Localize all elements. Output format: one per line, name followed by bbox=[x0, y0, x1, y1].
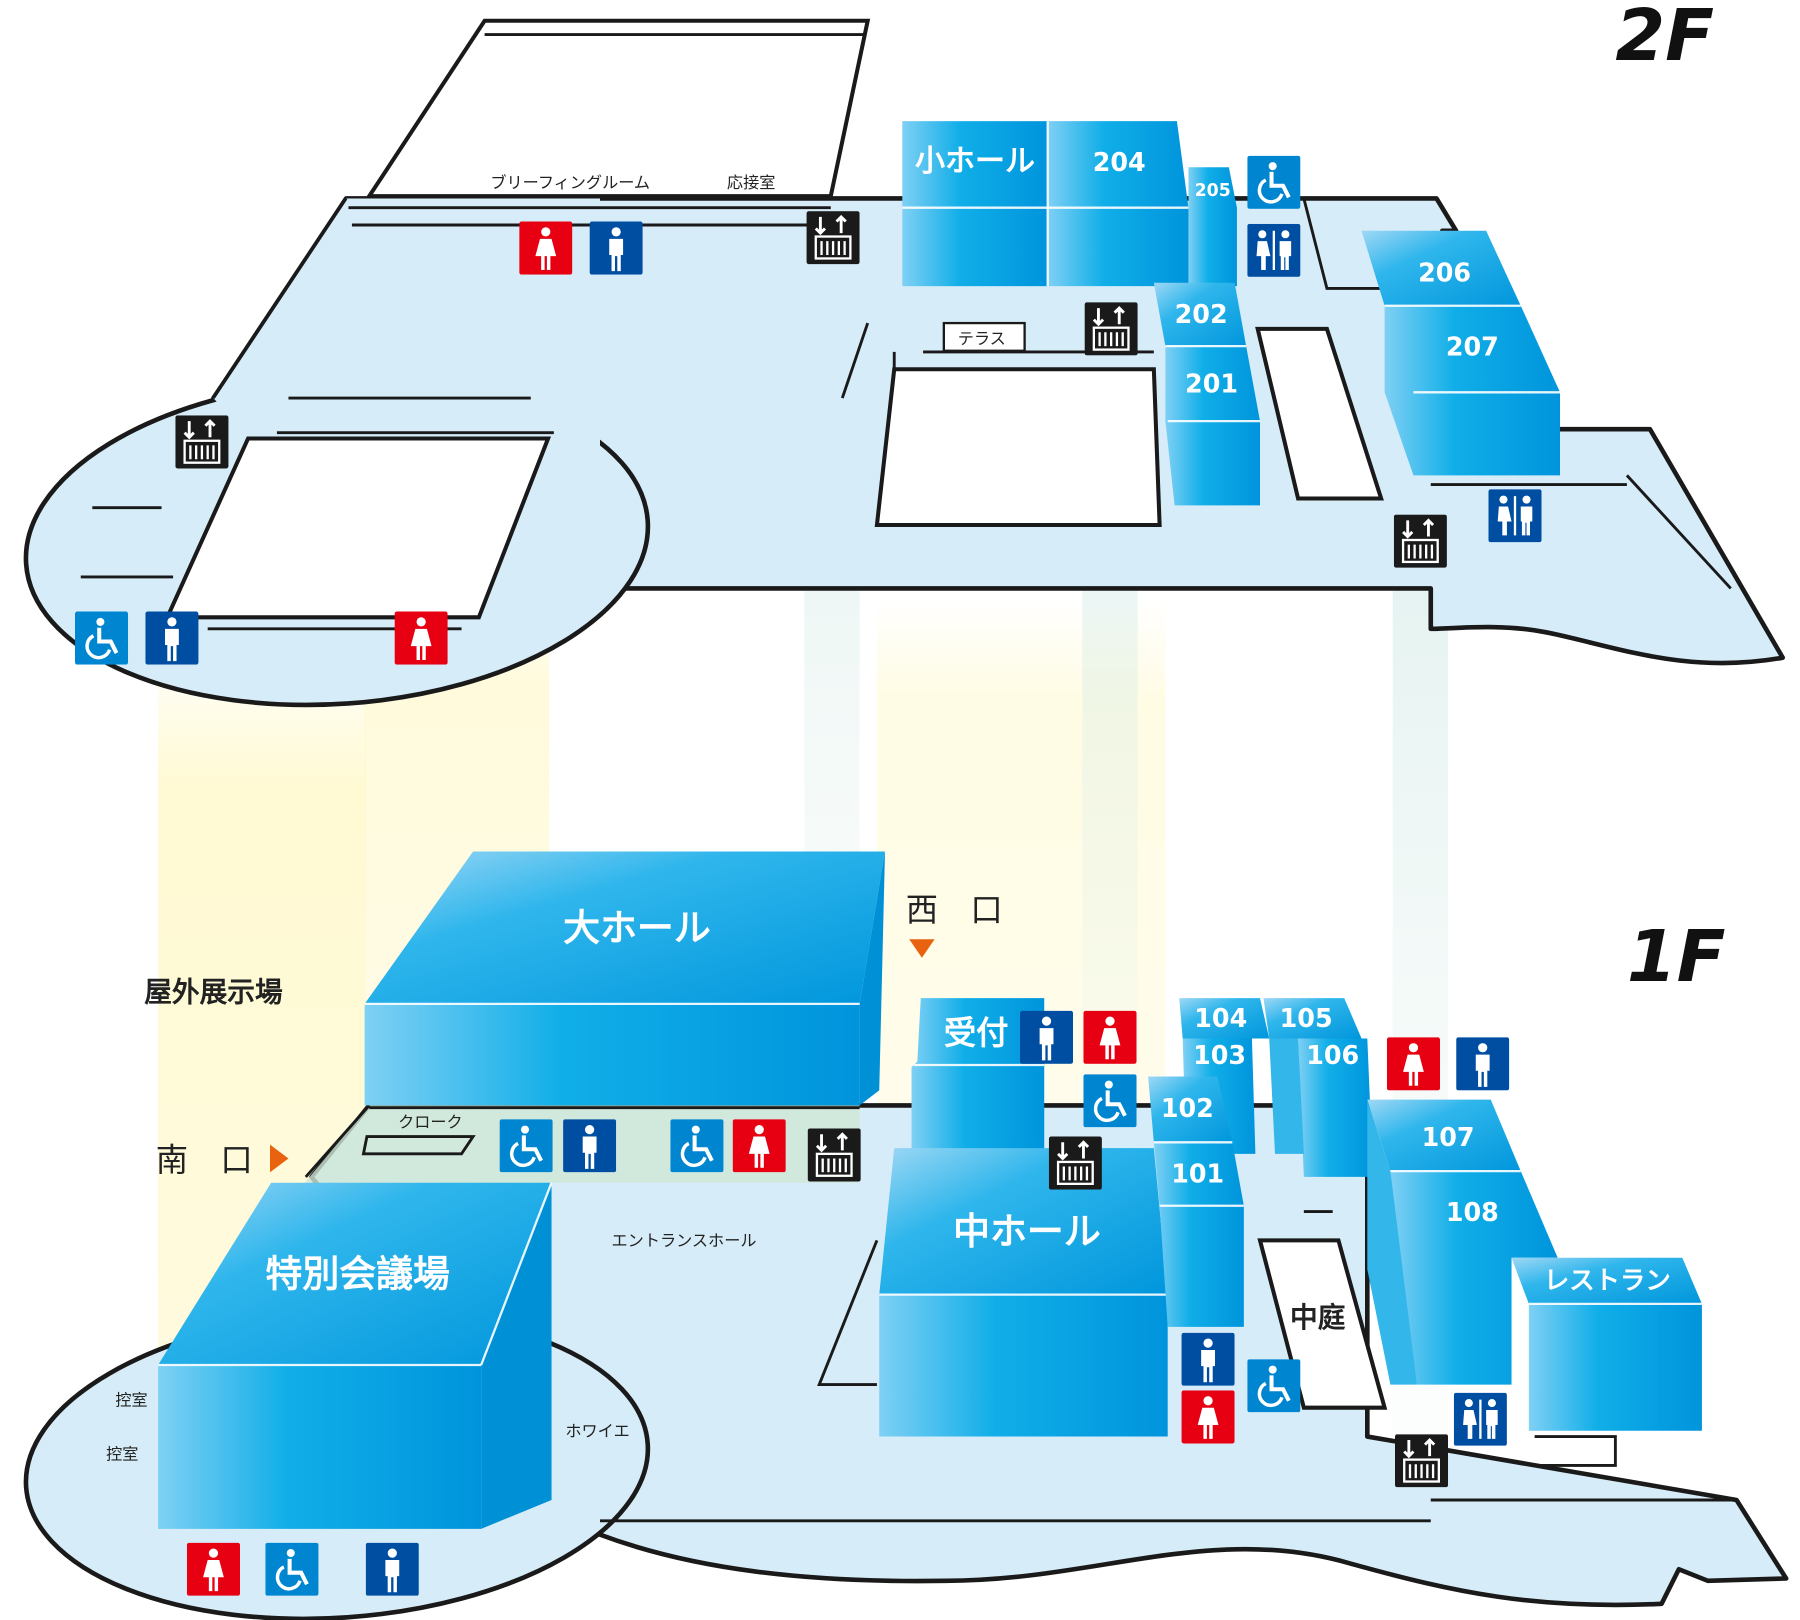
accessible-restroom-icon bbox=[500, 1119, 553, 1172]
accessible-restroom-icon bbox=[1247, 156, 1300, 209]
room-small-hall[interactable]: 小ホール bbox=[902, 121, 1048, 287]
mens-restroom-icon bbox=[365, 1542, 419, 1596]
womens-restroom-icon bbox=[1181, 1390, 1235, 1444]
briefing-room-void bbox=[365, 18, 871, 199]
womens-restroom-icon bbox=[519, 221, 573, 275]
label-cloak: クローク bbox=[398, 1112, 463, 1131]
room-105[interactable]: 105 bbox=[1263, 998, 1362, 1039]
room-206-label: 206 bbox=[1418, 258, 1471, 288]
room-204[interactable]: 204 bbox=[1046, 121, 1189, 287]
accessible-restroom-icon bbox=[1247, 1359, 1300, 1412]
womens-restroom-icon bbox=[394, 611, 448, 665]
room-107-label: 107 bbox=[1422, 1122, 1475, 1152]
room-medium-hall-label: 中ホール bbox=[953, 1210, 1101, 1253]
room-107[interactable]: 107 bbox=[1367, 1099, 1521, 1172]
mens-restroom-icon bbox=[589, 221, 643, 275]
elevator-icon bbox=[1048, 1136, 1102, 1190]
room-108-label: 108 bbox=[1446, 1197, 1499, 1227]
room-201[interactable]: 201 bbox=[1165, 344, 1260, 506]
womens-restroom-icon bbox=[1386, 1037, 1440, 1091]
mens-restroom-icon bbox=[1456, 1037, 1510, 1091]
room-104[interactable]: 104 bbox=[1179, 998, 1270, 1039]
west-entrance-label: 西 口 bbox=[906, 891, 1003, 929]
oval-hall-void bbox=[164, 436, 552, 620]
room-reception[interactable]: 受付 bbox=[911, 998, 1045, 1177]
accessible-restroom-icon bbox=[75, 612, 128, 665]
label-briefing-room: ブリーフィングルーム bbox=[490, 173, 650, 192]
room-202[interactable]: 202 bbox=[1153, 282, 1247, 347]
room-101[interactable]: 101 bbox=[1153, 1141, 1244, 1327]
accessible-restroom-icon bbox=[1083, 1074, 1136, 1127]
accessible-restroom-icon bbox=[265, 1543, 318, 1596]
room-201-label: 201 bbox=[1185, 368, 1238, 398]
label-courtyard: 中庭 bbox=[1290, 1301, 1346, 1334]
terrace-void bbox=[874, 367, 1162, 528]
room-reception-label: 受付 bbox=[944, 1014, 1009, 1052]
entrance-arrow-icon bbox=[909, 939, 935, 958]
label-waiting-room: 控室 bbox=[106, 1445, 138, 1464]
label-waiting-room: 控室 bbox=[115, 1390, 147, 1409]
label-entrance-hall: エントランスホール bbox=[612, 1231, 757, 1250]
room-restaurant[interactable]: レストラン bbox=[1511, 1257, 1702, 1431]
womens-restroom-icon bbox=[732, 1119, 786, 1173]
floor-label-1f: 1F bbox=[1627, 915, 1726, 998]
restroom-icon bbox=[1247, 223, 1301, 277]
entrance-arrow-icon bbox=[270, 1144, 289, 1173]
label-terrace: テラス bbox=[958, 329, 1006, 348]
room-101-label: 101 bbox=[1171, 1159, 1224, 1189]
floor-2f: ブリーフィングルーム 応接室 テラス 小ホール 204 205 202 201 bbox=[23, 0, 1785, 708]
room-206[interactable]: 206 bbox=[1361, 230, 1521, 306]
elevator-icon bbox=[1393, 514, 1447, 568]
restroom-icon bbox=[1488, 489, 1542, 543]
womens-restroom-icon bbox=[1083, 1010, 1137, 1064]
label-outdoor-exhibition: 屋外展示場 bbox=[144, 976, 283, 1009]
room-104-label: 104 bbox=[1194, 1003, 1247, 1033]
floor-1f: クローク エントランスホール ホワイエ 控室 控室 屋外展示場 中庭 南 口 西… bbox=[23, 851, 1789, 1620]
room-205-label: 205 bbox=[1195, 181, 1231, 201]
elevator-icon bbox=[175, 415, 229, 469]
room-102[interactable]: 102 bbox=[1148, 1076, 1233, 1143]
mens-restroom-icon bbox=[145, 611, 199, 665]
room-207[interactable]: 207 bbox=[1384, 304, 1560, 476]
room-106[interactable]: 106 bbox=[1269, 1038, 1374, 1177]
room-large-hall-label: 大ホール bbox=[563, 906, 711, 949]
room-207-label: 207 bbox=[1446, 331, 1499, 361]
room-105-label: 105 bbox=[1280, 1003, 1333, 1033]
restroom-icon bbox=[1453, 1392, 1507, 1446]
room-large-hall[interactable]: 大ホール bbox=[364, 851, 886, 1106]
label-foyer: ホワイエ bbox=[565, 1422, 629, 1441]
room-108[interactable]: 108 bbox=[1367, 1099, 1558, 1385]
mens-restroom-icon bbox=[1181, 1332, 1235, 1386]
courtyard-2f-void bbox=[1255, 326, 1384, 501]
mens-restroom-icon bbox=[1020, 1010, 1074, 1064]
elevator-icon bbox=[1394, 1434, 1449, 1488]
south-entrance-label: 南 口 bbox=[156, 1141, 253, 1179]
elevator-icon bbox=[1084, 302, 1138, 356]
mens-restroom-icon bbox=[563, 1119, 617, 1173]
room-special-conference[interactable]: 特別会議場 bbox=[158, 1182, 553, 1529]
womens-restroom-icon bbox=[186, 1542, 240, 1596]
floor-label-2f: 2F bbox=[1615, 0, 1714, 77]
west-entrance[interactable]: 西 口 bbox=[906, 891, 1003, 958]
accessible-restroom-icon bbox=[670, 1119, 723, 1172]
room-106-label: 106 bbox=[1306, 1040, 1359, 1070]
room-202-label: 202 bbox=[1175, 299, 1228, 329]
room-medium-hall[interactable]: 中ホール bbox=[879, 1148, 1168, 1437]
room-restaurant-label: レストラン bbox=[1544, 1265, 1671, 1295]
south-entrance[interactable]: 南 口 bbox=[156, 1141, 289, 1179]
room-204-label: 204 bbox=[1093, 147, 1146, 177]
courtyard-void bbox=[1257, 1238, 1388, 1410]
label-reception-room: 応接室 bbox=[727, 173, 775, 192]
room-205[interactable]: 205 bbox=[1188, 167, 1237, 287]
elevator-icon bbox=[807, 1128, 861, 1182]
room-102-label: 102 bbox=[1161, 1093, 1214, 1123]
room-small-hall-label: 小ホール bbox=[915, 144, 1035, 179]
elevator-icon bbox=[806, 211, 860, 265]
room-103-label: 103 bbox=[1193, 1040, 1246, 1070]
room-special-conference-label: 特別会議場 bbox=[265, 1253, 450, 1296]
